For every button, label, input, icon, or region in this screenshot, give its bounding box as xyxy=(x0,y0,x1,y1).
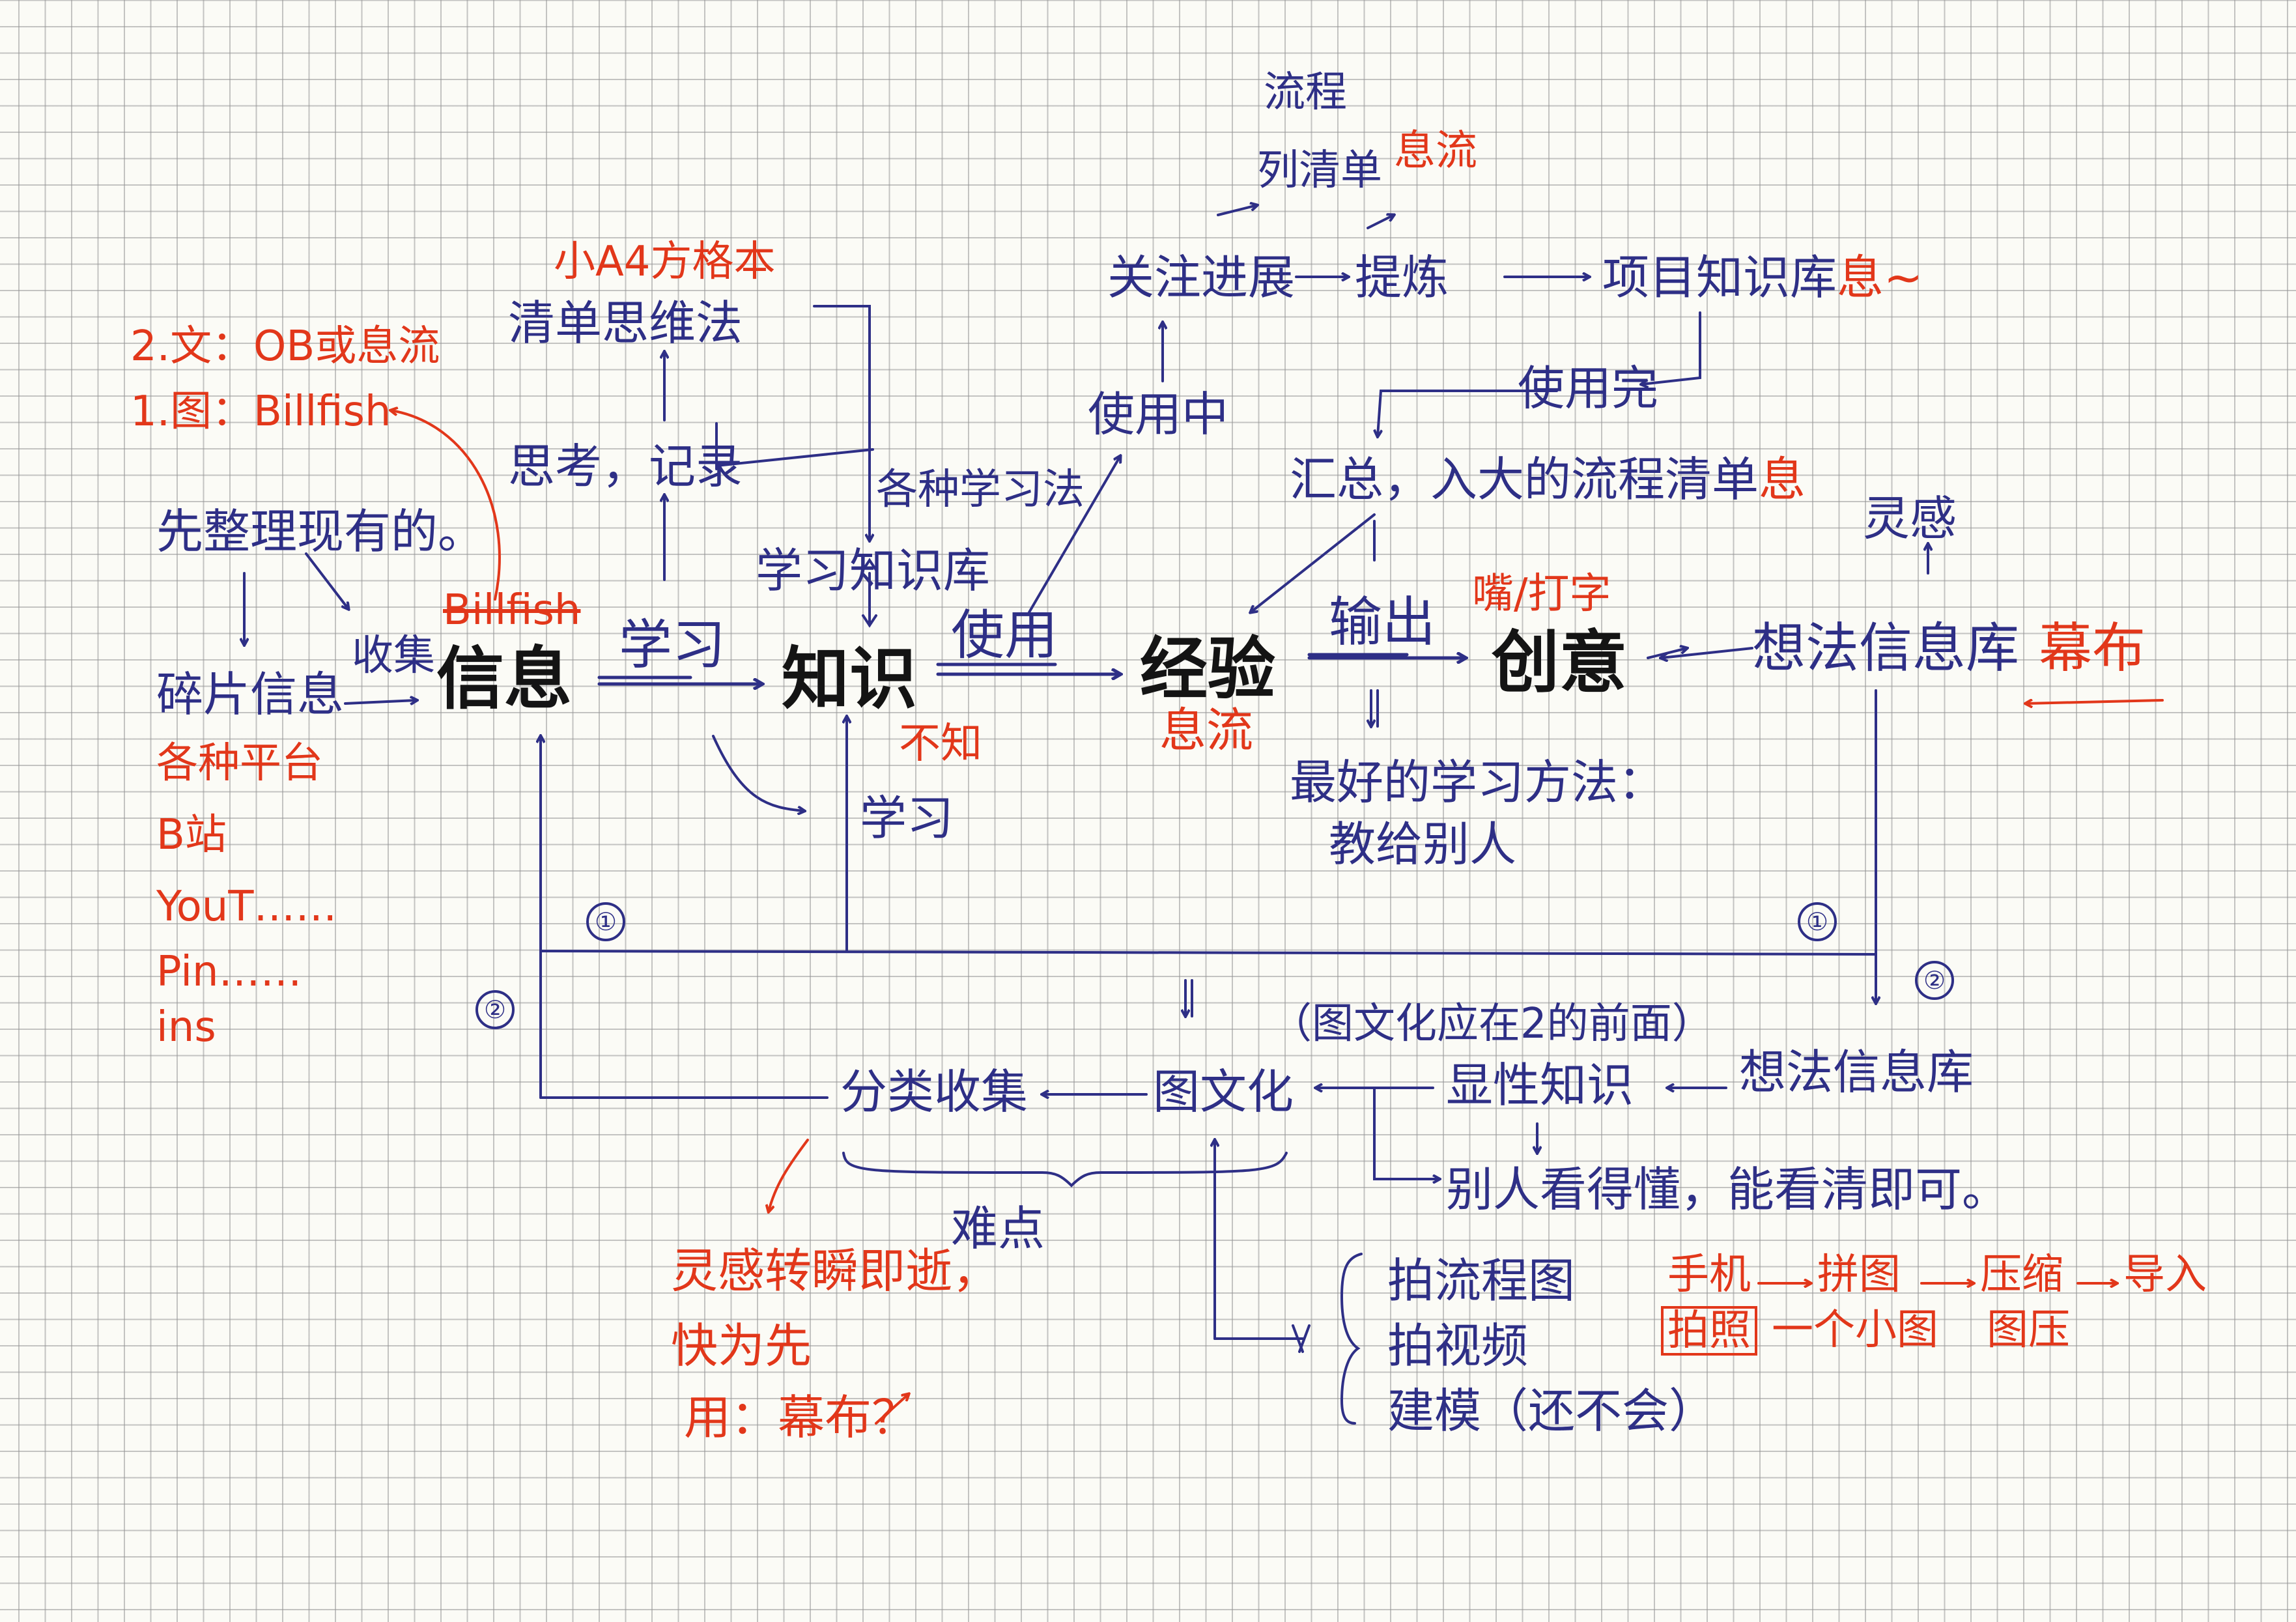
node-fenlei: 分类收集 xyxy=(840,1064,1028,1119)
label-paizhao: 拍照 xyxy=(1661,1306,1757,1356)
platform-0: 各种平台 xyxy=(156,739,323,788)
platform-1: B站 xyxy=(156,811,227,859)
label-siwei-jilu: 思考，记录 xyxy=(508,439,743,494)
label-billfish-struck: Billfish xyxy=(443,586,581,634)
label-xuexi1: 学习 xyxy=(619,614,726,676)
label-pai-sp: 拍视频 xyxy=(1387,1318,1529,1373)
label-nandian: 难点 xyxy=(951,1201,1045,1256)
label-xuexi-kb: 学习知识库 xyxy=(756,543,991,598)
label-yasuo: 压缩 xyxy=(1980,1251,2063,1299)
label-tuya: 图压 xyxy=(1987,1306,2070,1354)
node-xiangfa-kb2: 想法信息库 xyxy=(1739,1045,1974,1100)
label-shuchu: 输出 xyxy=(1329,591,1436,653)
node-zhishi: 知识 xyxy=(782,639,918,719)
label-xiangmu-kb: 项目知识库 xyxy=(1602,250,1837,305)
node-chuangyi: 创意 xyxy=(1492,623,1628,702)
node-tuwenhua: 图文化 xyxy=(1153,1064,1294,1119)
label-yige: 一个小图 xyxy=(1772,1306,1938,1354)
node-jingyan: 经验 xyxy=(1140,629,1276,709)
label-linggan: 灵感 xyxy=(1863,491,1957,546)
label-linggan-note-2: 用：幕布？ xyxy=(684,1390,919,1445)
label-linggan-note-0: 灵感转瞬即逝， xyxy=(671,1244,1000,1298)
label-tuwen-note: （图文化应在2的前面） xyxy=(1270,1000,1714,1048)
label-buzhi: 不知 xyxy=(899,720,982,768)
label-huizong: 汇总，入大的流程清单 xyxy=(1290,452,1759,507)
label-xiangmu-suffix: 息~ xyxy=(1837,250,1923,305)
node-yinxing: 显性知识 xyxy=(1446,1058,1634,1113)
label-xiliu-mid: 息流 xyxy=(1159,703,1254,758)
platform-2: YouT…… xyxy=(156,883,337,931)
label-paitu: 拼图 xyxy=(1817,1251,1901,1299)
label-qingdan-siwei: 清单思维法 xyxy=(508,296,743,350)
label-suipian: 碎片信息 xyxy=(156,667,345,722)
platform-3: Pin…… xyxy=(156,948,302,996)
label-guanzhu: 关注进展 xyxy=(1107,250,1296,305)
label-xuexi2: 学习 xyxy=(860,791,954,846)
label-liucheng: 流程 xyxy=(1264,68,1347,117)
label-shiyong-zhong: 使用中 xyxy=(1088,387,1229,442)
label-daoru: 导入 xyxy=(2123,1251,2207,1299)
marker-2-left: ② xyxy=(475,990,515,1029)
platform-4: ins xyxy=(156,1003,216,1051)
node-xinxi: 信息 xyxy=(436,639,573,719)
label-shouji: 手机 xyxy=(1667,1251,1751,1299)
label-huizong-suffix: 息 xyxy=(1759,452,1806,507)
label-xiliu-top: 息流 xyxy=(1394,127,1477,175)
label-shiyong: 使用 xyxy=(951,605,1058,666)
label-jiao: 教给别人 xyxy=(1329,817,1517,872)
marker-2-right: ② xyxy=(1915,961,1954,1000)
label-mubu: 幕布 xyxy=(2039,618,2146,679)
label-shiyong-wan: 使用完 xyxy=(1518,361,1659,416)
marker-1-right: ① xyxy=(1798,902,1837,941)
node-xiangfa-kb: 想法信息库 xyxy=(1752,618,2020,679)
label-linggan-note-1: 快为先 xyxy=(671,1318,812,1373)
label-bieren: 别人看得懂，能看清即可。 xyxy=(1446,1162,2009,1217)
label-zuihao: 最好的学习方法： xyxy=(1290,755,1665,810)
label-pai-lc: 拍流程图 xyxy=(1387,1253,1576,1308)
label-zhengli: 先整理现有的。 xyxy=(156,504,485,559)
label-ob: 2.文：OB或息流 xyxy=(130,322,440,371)
label-shouji-left: 收集 xyxy=(352,632,435,680)
label-liedanzi: 列清单 xyxy=(1257,147,1382,195)
label-jianmo: 建模（还不会） xyxy=(1387,1384,1716,1438)
marker-1-left: ① xyxy=(586,902,625,941)
label-billfish-img: 1.图：Billfish xyxy=(130,388,391,436)
label-gezhong: 各种学习法 xyxy=(876,466,1084,514)
label-zuida: 嘴/打字 xyxy=(1472,570,1611,618)
label-tilian: 提炼 xyxy=(1355,250,1449,305)
label-a4: 小A4方格本 xyxy=(554,238,776,286)
